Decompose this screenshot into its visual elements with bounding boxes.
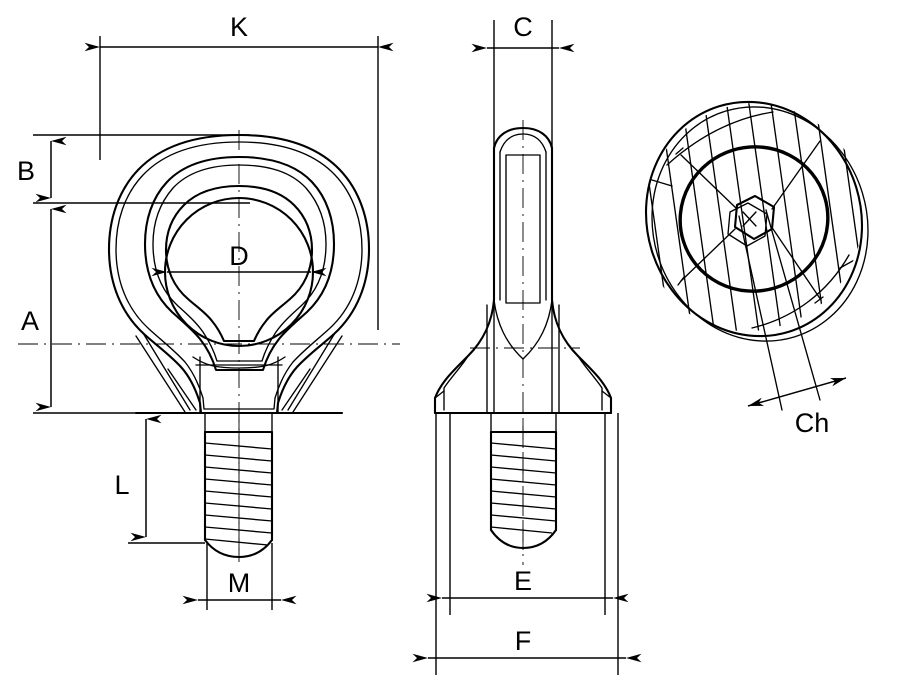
dimension-label-Ch: Ch — [795, 408, 830, 438]
threaded-shank-front — [203, 412, 274, 562]
pictorial-ch-leaders — [738, 209, 821, 411]
dimension-label-B: B — [17, 156, 35, 186]
pictorial-centre-hex-back — [727, 202, 768, 247]
pictorial-break-arc-top — [666, 111, 774, 166]
flank-line-right-outer — [292, 335, 343, 413]
dimension-L: L — [114, 414, 205, 544]
thread-hatching-side — [490, 442, 557, 534]
dimension-label-E: E — [514, 566, 532, 596]
pictorial-construction-lines — [675, 140, 824, 304]
eye-ring-body — [107, 133, 371, 415]
side-top-inner-curve — [499, 133, 547, 153]
eye-facet-outline-inner — [152, 164, 327, 362]
side-neck-face-panel — [505, 154, 541, 304]
dimension-label-C: C — [513, 12, 533, 42]
side-view — [433, 120, 613, 565]
dimension-label-L: L — [114, 470, 129, 500]
dimension-label-A: A — [21, 306, 39, 336]
flank-line-left — [142, 332, 191, 411]
pictorial-view — [644, 100, 869, 411]
front-view — [18, 130, 400, 562]
pictorial-centre-cross — [742, 211, 757, 227]
flank-line-right — [287, 332, 336, 411]
pictorial-ring-back-edge — [651, 106, 869, 342]
thread-hatching-front — [204, 442, 273, 546]
side-blend-right — [522, 299, 553, 360]
threaded-shank-side — [489, 412, 558, 555]
pictorial-bore — [678, 145, 830, 293]
dimension-label-D: D — [229, 241, 249, 271]
pictorial-break-tick-a — [651, 179, 673, 187]
dimension-label-M: M — [228, 568, 251, 598]
dimension-F: F — [412, 413, 642, 675]
dimension-Ch: Ch — [747, 377, 847, 438]
dimension-K: K — [84, 12, 394, 330]
neck-taper-right — [281, 368, 311, 411]
dimension-B: B — [17, 134, 250, 204]
side-base-chamfer-right — [577, 355, 603, 411]
eye-facet-outline — [143, 155, 336, 372]
eye-outer-contour-inner-offset — [115, 141, 363, 410]
pictorial-outer-ring — [644, 100, 864, 338]
side-corner-right — [601, 390, 612, 399]
side-corner-left — [434, 390, 445, 399]
eye-bore-land — [164, 184, 314, 343]
side-blend-left — [493, 299, 524, 360]
dimension-E: E — [426, 413, 629, 615]
dimension-D: D — [151, 241, 327, 277]
side-base-chamfer-left — [443, 355, 469, 411]
dimension-A: A — [21, 204, 180, 414]
pictorial-hatching — [644, 103, 864, 332]
neck-taper-left — [167, 368, 197, 411]
neck-fillet-curve — [192, 356, 286, 369]
dimension-label-F: F — [515, 626, 532, 656]
dimension-M: M — [182, 543, 297, 610]
dimension-C: C — [471, 12, 575, 152]
flank-line-left-outer — [135, 335, 186, 413]
dimension-label-K: K — [230, 12, 248, 42]
